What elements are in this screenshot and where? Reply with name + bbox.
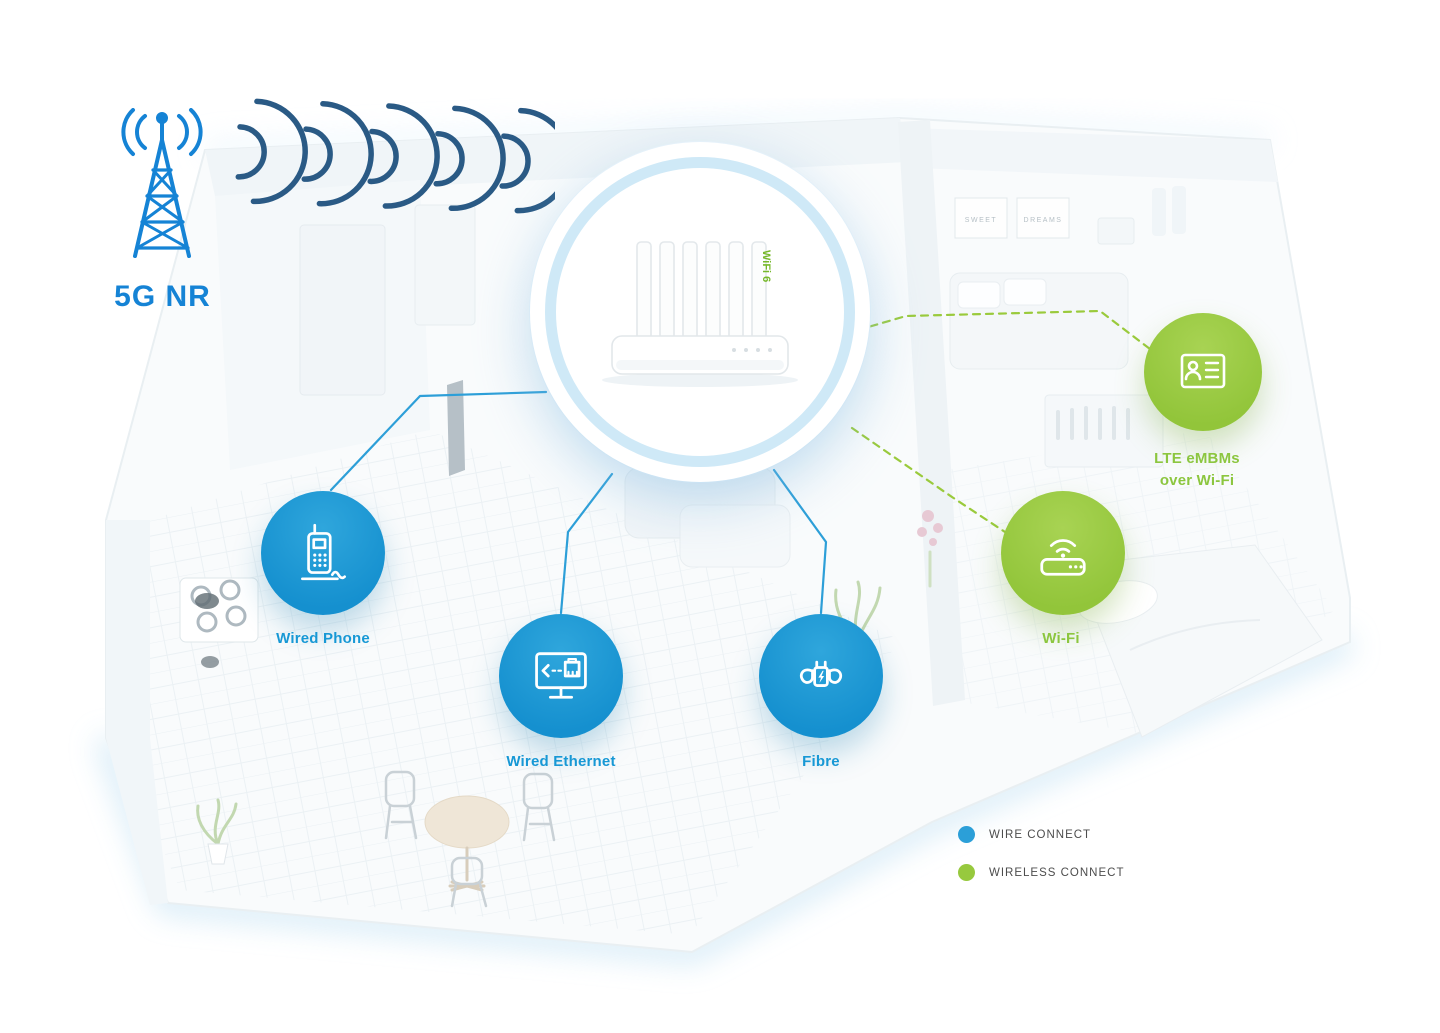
wire-line-phone [329,390,548,492]
wire-line-ethernet [559,472,614,615]
radio-waves-icon [235,98,555,214]
lte-embms-node [1144,313,1262,431]
wired-phone-node [261,491,385,615]
fibre-node [759,614,883,738]
legend: WIRE CONNECT WIRELESS CONNECT [958,826,1125,902]
wired-ethernet-node [499,614,623,738]
router-hub: WiFi 6 [530,142,870,482]
router-icon: WiFi 6 [602,241,798,387]
lte-embms-icon [1180,353,1226,389]
lte-embms-label-line2: over Wi-Fi [1159,471,1235,489]
wire-connect-label: WIRE CONNECT [989,828,1092,841]
frame-text-dreams: DREAMS [1024,217,1063,224]
fibre-icon [799,660,843,687]
legend-item-wire: WIRE CONNECT [958,826,1125,843]
wifi-label: Wi-Fi [1042,630,1080,647]
tower-label: 5G NR [114,280,211,313]
cell-tower-icon [121,108,203,258]
fibre-label: Fibre [802,753,840,770]
hub-ring: WiFi 6 [545,157,855,467]
lte-embms-label: LTE eMBMs over Wi-Fi [1117,448,1277,492]
legend-item-wireless: WIRELESS CONNECT [958,864,1125,881]
wifi-icon [1040,539,1086,576]
tower-5g: 5G NR [95,108,230,318]
wired-ethernet-label: Wired Ethernet [506,753,616,770]
frame-text-sweet: SWEET [965,217,997,224]
wireless-connect-label: WIRELESS CONNECT [989,866,1125,879]
wired-phone-label: Wired Phone [276,630,370,647]
lte-embms-label-line1: LTE eMBMs [1154,450,1240,467]
wire-line-fibre [772,468,828,615]
wireless-line-lte [856,309,1152,351]
wireless-line-wifi [850,426,1010,536]
router-badge: WiFi 6 [760,250,772,282]
wire-connect-dot [958,826,975,843]
wireless-connect-dot [958,864,975,881]
wired-phone-icon [301,523,346,581]
wifi-node [1001,491,1125,615]
wired-ethernet-icon [535,652,587,699]
